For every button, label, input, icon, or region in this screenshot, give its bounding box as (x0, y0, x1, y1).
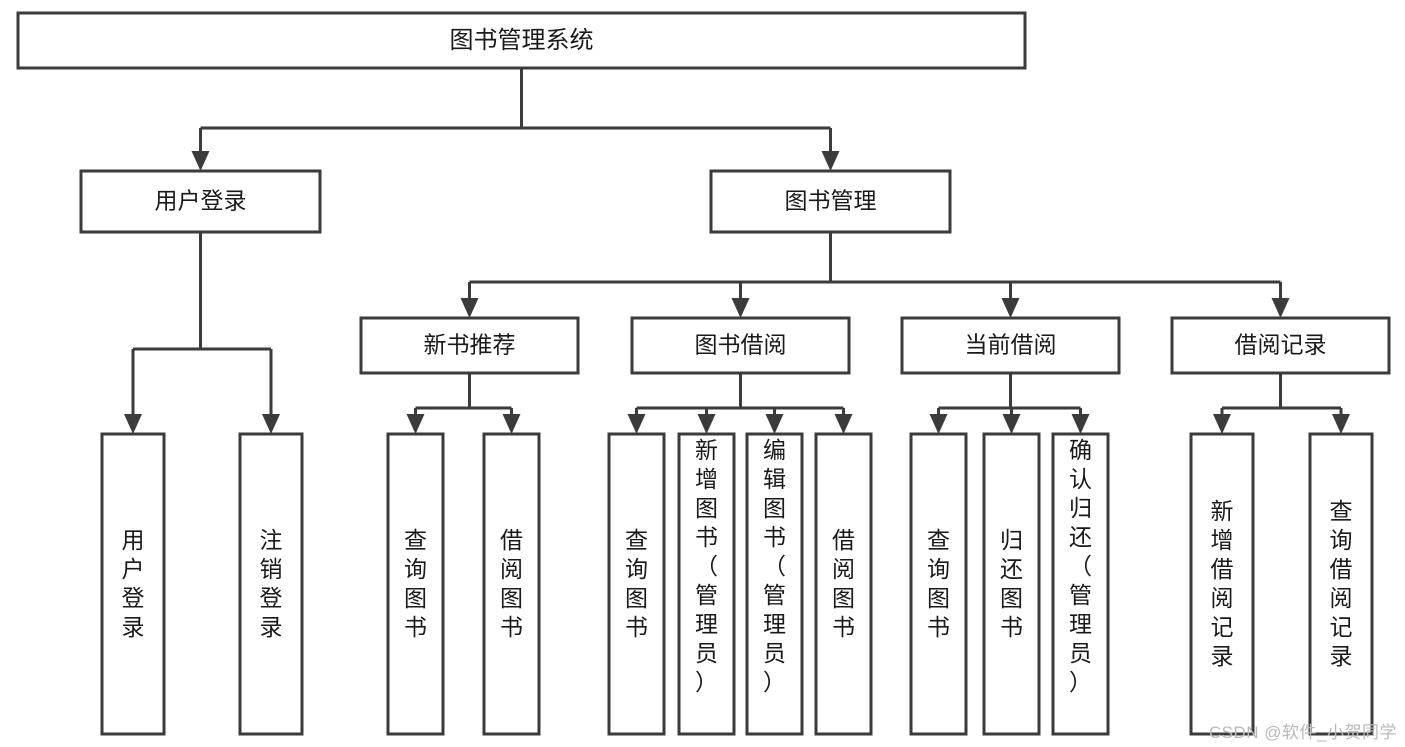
leaf-node-box[interactable] (745, 432, 804, 736)
arrow-head-icon (262, 414, 280, 434)
node-root-root[interactable]: 图书管理系统 (16, 11, 1027, 70)
leaf-node-box[interactable] (482, 432, 541, 736)
leaf-node-label: 注销登录 (260, 527, 283, 640)
leaf-node-leaf-borrow-book-1[interactable]: 借阅图书 (482, 432, 541, 736)
leaf-node-box[interactable] (1308, 432, 1374, 736)
leaf-node-label: 查询图书 (625, 527, 648, 640)
leaf-node-box[interactable] (909, 432, 968, 736)
leaf-node-label: 查询借阅记录 (1330, 498, 1353, 669)
connector-conn-record-to-leaves (1220, 373, 1343, 416)
arrow-head-icon (627, 414, 646, 434)
leaf-node-label: 新增图书（管理员） (695, 437, 718, 695)
arrow-head-icon (821, 151, 840, 171)
node-book-borrow-box[interactable] (630, 316, 851, 375)
leaf-node-label: 归还图书 (1000, 527, 1023, 640)
connector-conn-current-to-leaves (937, 373, 1082, 416)
leaf-node-label: 查询图书 (927, 527, 950, 640)
node-current-borrow-box[interactable] (900, 316, 1121, 375)
arrow-head-icon (124, 414, 142, 434)
arrow-head-icon (1001, 298, 1020, 318)
leaf-node-leaf-return-book[interactable]: 归还图书 (982, 432, 1041, 736)
leaf-node-leaf-confirm-return[interactable]: 确认归还（管理员） (1051, 432, 1110, 736)
leaf-node-box[interactable] (386, 432, 445, 736)
node-borrow-record-label: 借阅记录 (1235, 332, 1327, 358)
arrow-head-icon (406, 414, 425, 434)
arrow-head-icon (1271, 298, 1290, 318)
node-root-root-label: 图书管理系统 (450, 27, 594, 54)
leaf-node-label: 借阅图书 (832, 527, 855, 640)
node-user-login-label: 用户登录 (155, 188, 247, 214)
node-borrow-record[interactable]: 借阅记录 (1170, 316, 1391, 375)
arrow-head-icon (731, 298, 750, 318)
arrow-head-icon (1071, 414, 1090, 434)
leaf-node-leaf-query-book-1[interactable]: 查询图书 (386, 432, 445, 736)
arrow-head-icon (765, 414, 784, 434)
leaf-node-box[interactable] (238, 432, 304, 736)
leaf-node-box[interactable] (607, 432, 666, 736)
leaf-node-leaf-query-book-2[interactable]: 查询图书 (607, 432, 666, 736)
node-book-manage[interactable]: 图书管理 (709, 169, 952, 234)
leaf-node-label: 借阅图书 (500, 527, 523, 640)
node-layer: 图书管理系统用户登录图书管理新书推荐图书借阅当前借阅借阅记录用户登录注销登录查询… (16, 11, 1391, 736)
leaf-node-box[interactable] (814, 432, 873, 736)
csdn-watermark: CSDN @软件_小贺同学 (1208, 723, 1397, 742)
arrow-head-icon (502, 414, 521, 434)
node-book-manage-box[interactable] (709, 169, 952, 234)
arrow-head-icon (460, 298, 479, 318)
node-current-borrow[interactable]: 当前借阅 (900, 316, 1121, 375)
node-root-root-box[interactable] (16, 11, 1027, 70)
node-book-borrow[interactable]: 图书借阅 (630, 316, 851, 375)
arrow-head-icon (929, 414, 948, 434)
leaf-node-label: 用户登录 (122, 527, 145, 640)
arrow-head-icon (834, 414, 853, 434)
leaf-node-leaf-edit-book[interactable]: 编辑图书（管理员） (745, 432, 804, 736)
arrow-head-icon (191, 151, 210, 171)
node-new-book-recommend-box[interactable] (359, 316, 580, 375)
leaf-node-label: 编辑图书（管理员） (763, 437, 786, 695)
arrow-head-icon (697, 414, 716, 434)
connector-conn-userlogin-to-leaves (131, 232, 273, 416)
node-new-book-recommend-label: 新书推荐 (424, 332, 516, 358)
arrow-head-icon (1213, 414, 1231, 434)
arrow-head-icon (1332, 414, 1350, 434)
leaf-node-leaf-add-record[interactable]: 新增借阅记录 (1189, 432, 1255, 736)
connector-conn-root-to-level2 (199, 68, 832, 153)
node-current-borrow-label: 当前借阅 (965, 332, 1057, 358)
connector-conn-borrow-to-leaves (635, 373, 845, 416)
arrow-head-icon (1002, 414, 1021, 434)
leaf-node-box[interactable] (982, 432, 1041, 736)
node-new-book-recommend[interactable]: 新书推荐 (359, 316, 580, 375)
connector-conn-bookmanage-to-level3 (468, 232, 1282, 300)
node-book-manage-label: 图书管理 (785, 188, 877, 214)
node-book-borrow-label: 图书借阅 (695, 332, 787, 358)
connector-layer (124, 68, 1350, 434)
leaf-node-box[interactable] (100, 432, 166, 736)
leaf-node-label: 新增借阅记录 (1211, 498, 1234, 669)
node-user-login-box[interactable] (79, 169, 322, 234)
leaf-node-leaf-add-book[interactable]: 新增图书（管理员） (677, 432, 736, 736)
node-borrow-record-box[interactable] (1170, 316, 1391, 375)
leaf-node-label: 确认归还（管理员） (1069, 437, 1092, 695)
leaf-node-box[interactable] (677, 432, 736, 736)
leaf-node-leaf-user-logout[interactable]: 注销登录 (238, 432, 304, 736)
leaf-node-leaf-borrow-book-2[interactable]: 借阅图书 (814, 432, 873, 736)
leaf-node-leaf-query-book-3[interactable]: 查询图书 (909, 432, 968, 736)
node-user-login[interactable]: 用户登录 (79, 169, 322, 234)
leaf-node-box[interactable] (1189, 432, 1255, 736)
leaf-node-leaf-user-login[interactable]: 用户登录 (100, 432, 166, 736)
leaf-node-label: 查询图书 (404, 527, 427, 640)
leaf-node-box[interactable] (1051, 432, 1110, 736)
leaf-node-leaf-query-record[interactable]: 查询借阅记录 (1308, 432, 1374, 736)
connector-conn-recommend-to-leaves (414, 373, 513, 416)
